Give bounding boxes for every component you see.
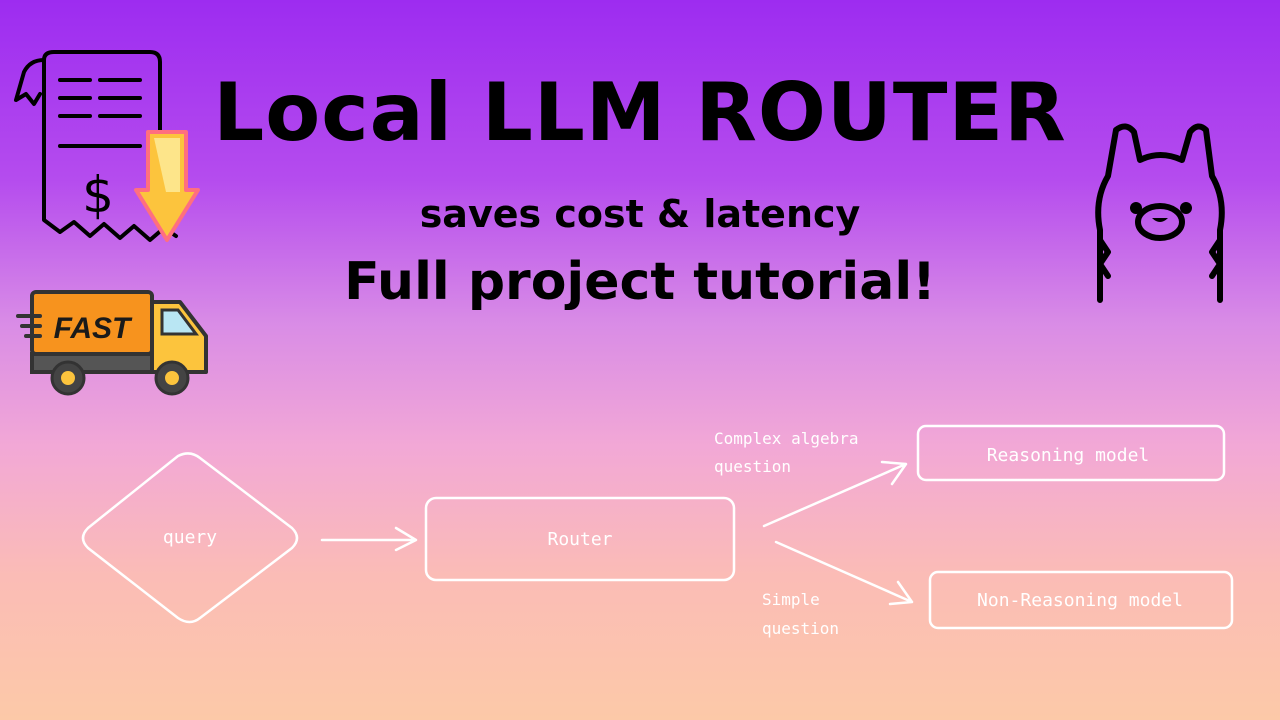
- tagline: Full project tutorial!: [344, 252, 936, 312]
- down-arrow-icon: [134, 130, 200, 242]
- router-node: [424, 496, 736, 582]
- router-to-reasoning-arrow: [762, 460, 908, 528]
- edge-label-simple-line2: question: [762, 619, 839, 638]
- llama-nose: [1152, 218, 1168, 222]
- truck-fast-label: FAST: [54, 312, 133, 345]
- reasoning-node: [916, 424, 1226, 482]
- router-label: Router: [547, 529, 612, 550]
- delivery-truck-icon: [16, 290, 208, 396]
- reasoning-label: Reasoning model: [987, 445, 1150, 466]
- receipt-icon: [14, 50, 178, 242]
- query-node: [81, 452, 299, 624]
- edge-label-simple-line1: Simple: [762, 590, 820, 609]
- query-to-router-arrow: [320, 526, 418, 552]
- llama-icon: [1095, 123, 1225, 303]
- edge-label-complex-line1: Complex algebra: [714, 429, 859, 448]
- llama-left-eye: [1130, 202, 1142, 214]
- llama-right-eye: [1180, 202, 1192, 214]
- edge-label-complex-line2: question: [714, 457, 791, 476]
- router-to-non-reasoning-arrow: [774, 540, 914, 606]
- dollar-sign-icon: $: [82, 166, 114, 224]
- flow-diagram: [81, 424, 1234, 630]
- subtitle: saves cost & latency: [419, 192, 861, 236]
- main-title: Local LLM ROUTER: [213, 66, 1067, 159]
- query-label: query: [163, 527, 217, 548]
- non-reasoning-node: [928, 570, 1234, 630]
- non-reasoning-label: Non-Reasoning model: [977, 590, 1183, 611]
